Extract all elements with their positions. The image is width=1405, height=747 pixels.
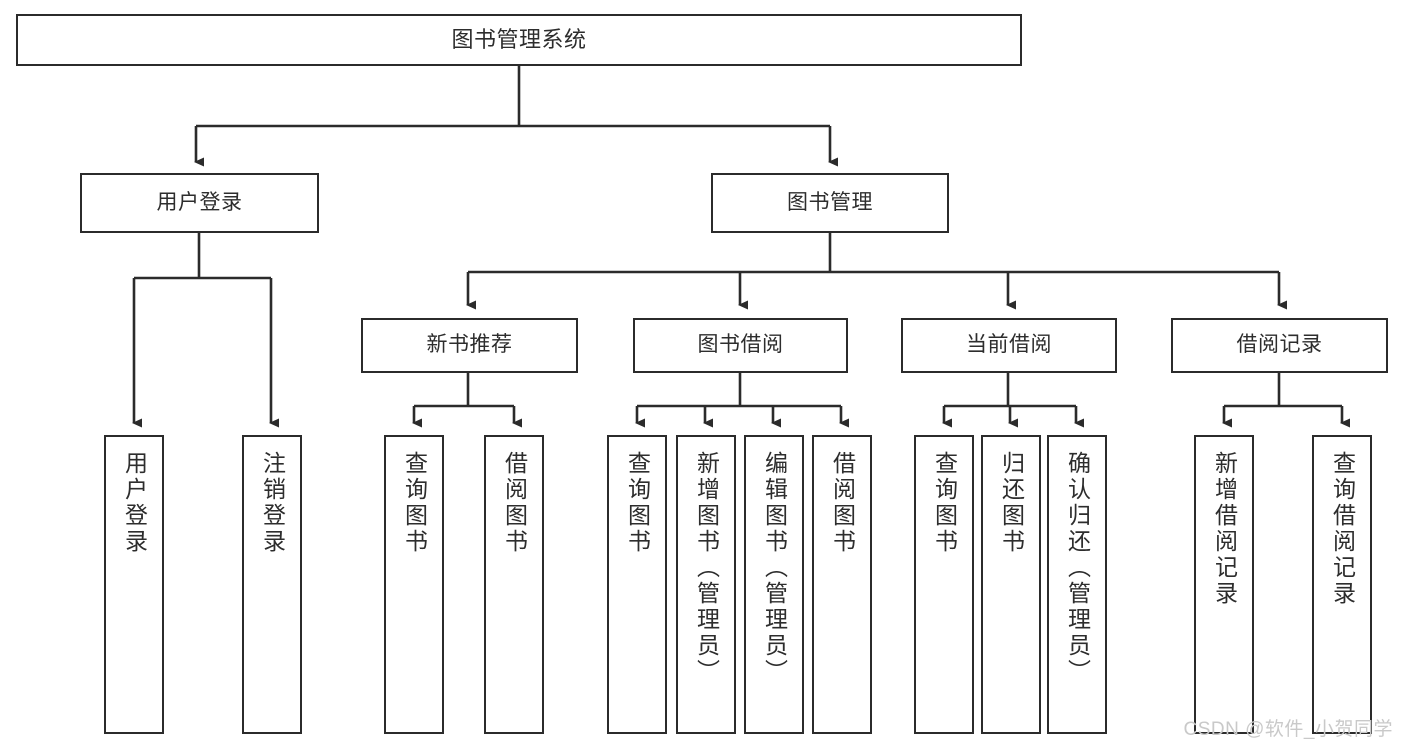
node-leaf-borrow-book-1-label: 借阅图书 bbox=[501, 451, 528, 555]
node-leaf-user-login[interactable]: 用户登录 bbox=[104, 435, 164, 734]
node-current-borrow-label: 当前借阅 bbox=[966, 333, 1052, 357]
node-leaf-query-book-3-label: 查询图书 bbox=[931, 451, 958, 555]
node-user-login[interactable]: 用户登录 bbox=[80, 173, 319, 233]
node-root[interactable]: 图书管理系统 bbox=[16, 14, 1022, 66]
node-leaf-confirm-return[interactable]: 确认归还（管理员） bbox=[1047, 435, 1107, 734]
node-leaf-edit-book[interactable]: 编辑图书（管理员） bbox=[744, 435, 804, 734]
node-leaf-return-book[interactable]: 归还图书 bbox=[981, 435, 1041, 734]
node-borrow-record[interactable]: 借阅记录 bbox=[1171, 318, 1388, 373]
node-leaf-logout[interactable]: 注销登录 bbox=[242, 435, 302, 734]
node-root-label: 图书管理系统 bbox=[451, 27, 587, 53]
node-book-manage[interactable]: 图书管理 bbox=[711, 173, 949, 233]
node-leaf-add-book-label: 新增图书（管理员） bbox=[693, 451, 720, 685]
node-leaf-query-record[interactable]: 查询借阅记录 bbox=[1312, 435, 1372, 734]
node-new-book-recommend-label: 新书推荐 bbox=[426, 333, 513, 357]
watermark: CSDN @软件_小贺同学 bbox=[1183, 719, 1393, 740]
node-leaf-borrow-book-2[interactable]: 借阅图书 bbox=[812, 435, 872, 734]
node-leaf-query-book-2-label: 查询图书 bbox=[624, 451, 651, 555]
node-leaf-add-record-label: 新增借阅记录 bbox=[1211, 451, 1238, 607]
node-leaf-add-book[interactable]: 新增图书（管理员） bbox=[676, 435, 736, 734]
node-leaf-borrow-book-2-label: 借阅图书 bbox=[829, 451, 856, 555]
node-leaf-query-book-1-label: 查询图书 bbox=[401, 451, 428, 555]
node-leaf-confirm-return-label: 确认归还（管理员） bbox=[1064, 451, 1091, 685]
node-book-manage-label: 图书管理 bbox=[787, 190, 873, 214]
node-current-borrow[interactable]: 当前借阅 bbox=[901, 318, 1117, 373]
node-leaf-add-record[interactable]: 新增借阅记录 bbox=[1194, 435, 1254, 734]
node-leaf-logout-label: 注销登录 bbox=[259, 451, 286, 555]
node-leaf-query-book-3[interactable]: 查询图书 bbox=[914, 435, 974, 734]
node-leaf-borrow-book-1[interactable]: 借阅图书 bbox=[484, 435, 544, 734]
node-leaf-return-book-label: 归还图书 bbox=[998, 451, 1025, 555]
node-user-login-label: 用户登录 bbox=[156, 190, 243, 214]
node-leaf-query-record-label: 查询借阅记录 bbox=[1329, 451, 1356, 607]
node-leaf-user-login-label: 用户登录 bbox=[121, 451, 148, 555]
node-leaf-query-book-2[interactable]: 查询图书 bbox=[607, 435, 667, 734]
node-borrow-record-label: 借阅记录 bbox=[1236, 333, 1323, 357]
node-leaf-query-book-1[interactable]: 查询图书 bbox=[384, 435, 444, 734]
node-book-borrow[interactable]: 图书借阅 bbox=[633, 318, 848, 373]
node-book-borrow-label: 图书借阅 bbox=[697, 333, 784, 357]
node-leaf-edit-book-label: 编辑图书（管理员） bbox=[761, 451, 788, 685]
node-new-book-recommend[interactable]: 新书推荐 bbox=[361, 318, 578, 373]
